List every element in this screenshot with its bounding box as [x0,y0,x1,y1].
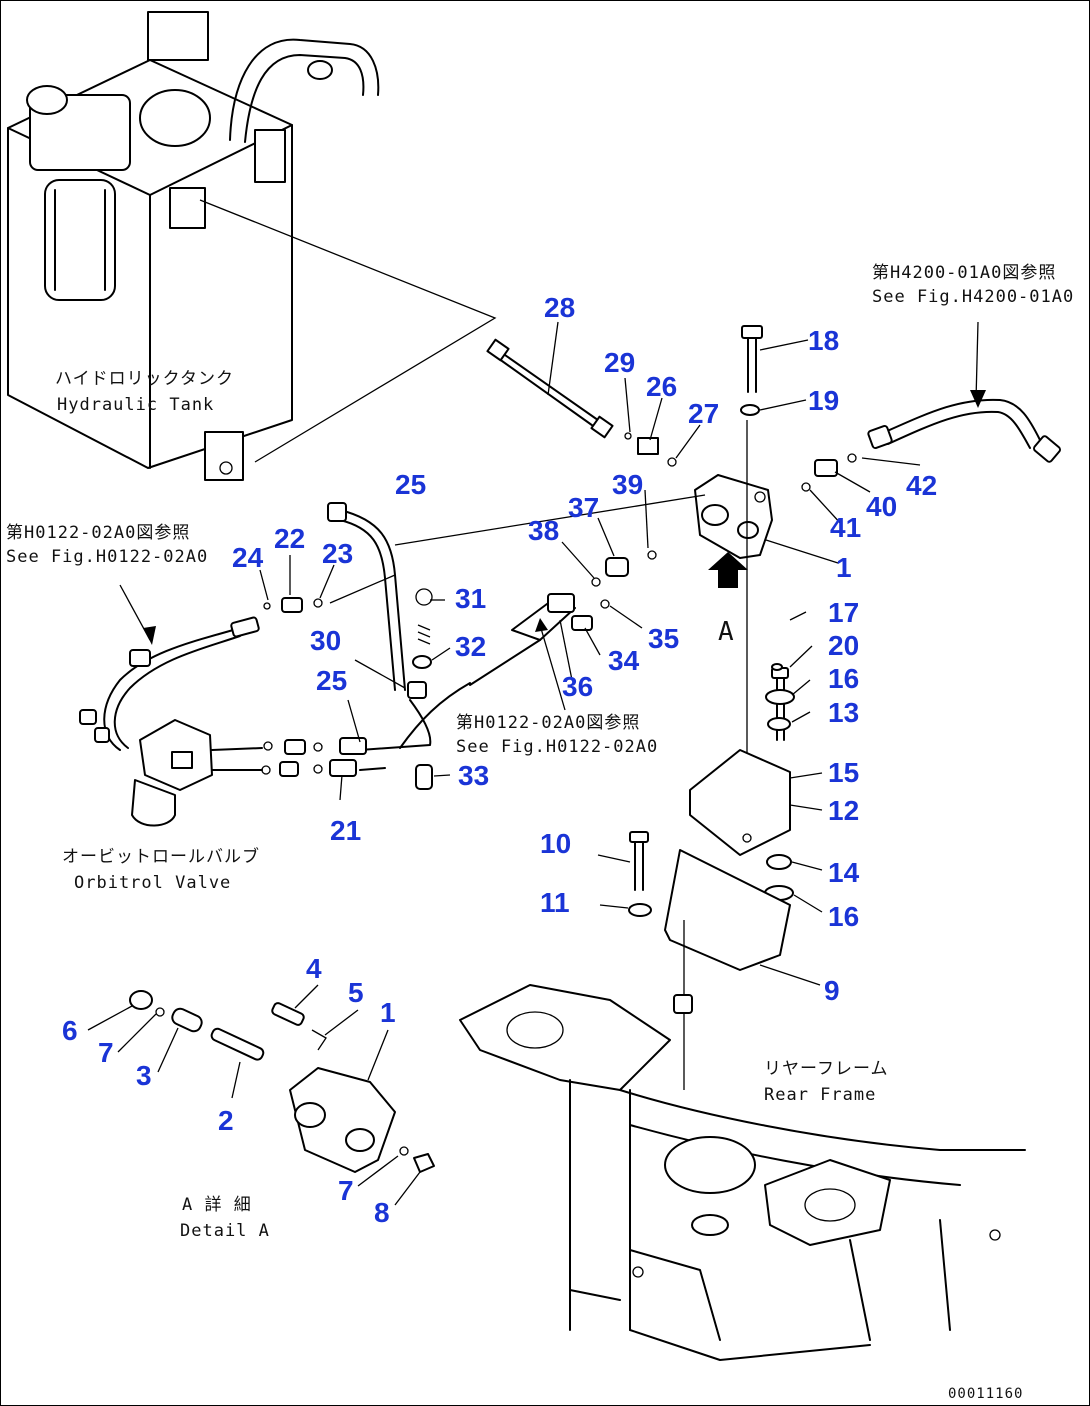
orbitrol-label-jp: オービットロールバルブ [62,846,260,867]
callout-10: 10 [540,828,571,859]
callout-13: 13 [828,697,859,728]
callout-18: 18 [808,325,839,356]
valve-1-main [694,474,773,559]
callout-33: 33 [458,760,489,791]
fitting-40 [814,459,838,477]
callout-20: 20 [828,630,859,661]
bracket-9 [664,849,791,971]
ref-right-label-en: See Fig.H4200-01A0 [872,287,1074,307]
callout-22: 22 [274,523,305,554]
callout-8: 8 [374,1197,390,1228]
callouts: 1 1 2 3 4 5 6 7 7 8 9 10 11 12 13 14 15 … [62,292,937,1228]
callout-19: 19 [808,385,839,416]
callout-38: 38 [528,515,559,546]
callout-37: 37 [568,492,599,523]
callout-17: 17 [828,597,859,628]
ref-left-label-en: See Fig.H0122-02A0 [6,547,208,567]
hose-42 [867,398,1061,463]
detail-a: A 詳 細 Detail A [129,990,435,1241]
callout-7: 7 [98,1037,114,1068]
callout-27: 27 [688,398,719,429]
hose-24 [79,616,260,751]
detail-a-label-jp: A 詳 細 [182,1195,252,1215]
pipe-25-lower [329,682,471,777]
bolt-18-head [741,325,763,339]
callout-41: 41 [830,512,861,543]
ref-mid-label-jp: 第H0122-02A0図参照 [456,713,640,733]
fitting-34 [571,615,593,631]
hydraulic-tank-label-jp: ハイドロリックタンク [55,369,234,389]
ref-right-label-jp: 第H4200-01A0図参照 [872,263,1056,283]
orbitrol-valve [131,719,263,827]
ref-left-label-jp: 第H0122-02A0図参照 [6,523,190,543]
callout-21: 21 [330,815,361,846]
callout-29: 29 [604,347,635,378]
callout-35: 35 [648,623,679,654]
callout-9: 9 [824,975,840,1006]
callout-42: 42 [906,470,937,501]
callout-1-detail: 1 [380,997,396,1028]
callout-14: 14 [828,857,860,888]
orbitrol-label-en: Orbitrol Valve [74,873,231,893]
callout-39: 39 [612,469,643,500]
fitting-37 [605,557,629,577]
ref-mid-label-en: See Fig.H0122-02A0 [456,737,658,757]
rear-frame: リヤーフレーム Rear Frame [459,984,1026,1361]
hose-28 [486,338,614,439]
callout-32: 32 [455,631,486,662]
callout-15: 15 [828,757,859,788]
plate-12 [689,749,791,856]
fitting-26 [637,437,659,455]
callout-30: 30 [310,625,341,656]
callout-5: 5 [348,977,364,1008]
detail-a-label-en: Detail A [180,1221,270,1241]
callout-2: 2 [218,1105,234,1136]
pipe-25-upper [327,502,406,691]
callout-24: 24 [232,542,264,573]
callout-3: 3 [136,1060,152,1091]
callout-26: 26 [646,371,677,402]
callout-16: 16 [828,663,859,694]
callout-7-detail: 7 [338,1175,354,1206]
view-arrow-a [708,552,748,588]
part-33 [415,764,433,790]
callout-12: 12 [828,795,859,826]
callout-31: 31 [455,583,486,614]
callout-28: 28 [544,292,575,323]
drawing-code: 00011160 [948,1386,1023,1402]
callout-23: 23 [322,538,353,569]
callout-1: 1 [836,552,852,583]
callout-34: 34 [608,645,640,676]
hydraulic-tank: ハイドロリックタンク Hydraulic Tank [7,11,380,481]
view-a-label: A [718,617,735,647]
callout-25: 25 [395,469,426,500]
callout-25-lower: 25 [316,665,347,696]
callout-11: 11 [540,887,570,918]
hose-36 [469,593,576,686]
callout-6: 6 [62,1015,78,1046]
fitting-22 [281,597,303,613]
callout-16-lower: 16 [828,901,859,932]
rear-frame-label-jp: リヤーフレーム [764,1059,888,1079]
hydraulic-tank-label-en: Hydraulic Tank [57,395,214,415]
leader-lines [87,321,921,1206]
washer-19 [740,404,760,416]
callout-40: 40 [866,491,897,522]
rear-frame-label-en: Rear Frame [764,1085,876,1105]
callout-36: 36 [562,671,593,702]
callout-4: 4 [306,953,322,984]
